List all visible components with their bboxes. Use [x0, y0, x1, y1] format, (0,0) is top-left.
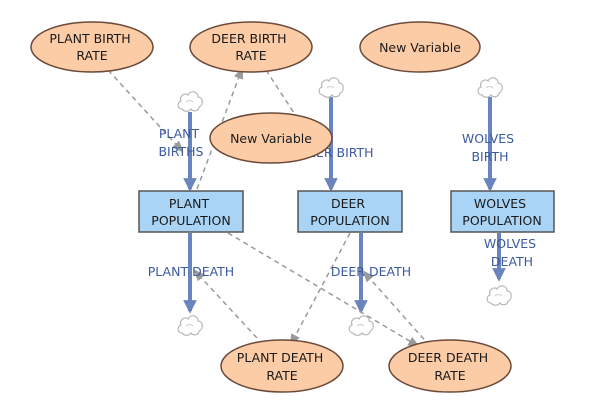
link-deer-population-to-plant-death-rate	[289, 232, 351, 347]
link-plant-population-to-deer-death-rate	[227, 232, 421, 348]
variable-ellipse	[189, 21, 313, 73]
variable-deer-death-rate[interactable]: DEER DEATH RATE	[388, 339, 512, 393]
stock-box	[450, 190, 555, 233]
flow-label-plant-death[interactable]: PLANT DEATH	[148, 264, 234, 279]
variable-plant-death-rate[interactable]: PLANT DEATH RATE	[220, 339, 344, 393]
link-plant-death-rate-to-plant-death	[193, 269, 258, 339]
link-plant-birth-rate-to-plant-births	[107, 69, 184, 153]
deer-source-cloud-icon	[318, 77, 344, 98]
flow-label-deer-death[interactable]: DEER DEATH	[331, 264, 411, 279]
variable-ellipse	[30, 21, 154, 73]
flow-label-wolves-death[interactable]: WOLVES DEATH	[484, 236, 540, 269]
variable-label: PLANT BIRTH RATE	[49, 31, 134, 63]
plant-source-cloud-icon	[177, 91, 203, 112]
plant-sink-cloud-icon	[177, 315, 203, 336]
flow-pipes	[183, 97, 506, 314]
stock-box	[138, 190, 244, 233]
variable-new-variable-top[interactable]: New Variable	[359, 21, 481, 73]
wolves-source-cloud-icon	[477, 77, 503, 98]
variable-new-variable-middle[interactable]: New Variable	[209, 112, 333, 164]
variables: PLANT BIRTH RATE DEER BIRTH RATE New Var…	[30, 21, 512, 393]
stock-wolves-population[interactable]: WOLVES POPULATION	[450, 190, 555, 233]
stocks: PLANT POPULATION DEER POPULATION WOLVES …	[138, 190, 555, 233]
stock-plant-population[interactable]: PLANT POPULATION	[138, 190, 244, 233]
variable-label: DEER BIRTH RATE	[211, 31, 290, 63]
flow-labels: PLANT BIRTHS WOLVES BIRTH PLANT DEATH DE…	[148, 126, 540, 279]
variable-ellipse	[388, 339, 512, 393]
variable-deer-birth-rate[interactable]: DEER BIRTH RATE	[189, 21, 313, 73]
stock-label: WOLVES POPULATION	[462, 196, 541, 228]
variable-plant-birth-rate[interactable]: PLANT BIRTH RATE	[30, 21, 154, 73]
stock-label: DEER POPULATION	[310, 196, 389, 228]
link-deer-death-rate-to-deer-death	[362, 270, 431, 347]
variable-ellipse	[359, 21, 481, 73]
wolves-sink-cloud-icon	[486, 285, 512, 306]
variable-label: PLANT DEATH RATE	[237, 350, 327, 383]
stock-label: PLANT POPULATION	[151, 196, 230, 228]
variable-label: New Variable	[230, 131, 312, 146]
stock-box	[297, 190, 403, 233]
variable-ellipse	[220, 339, 344, 393]
flow-label-wolves-birth[interactable]: WOLVES BIRTH	[462, 131, 518, 164]
dependency-links	[107, 66, 431, 348]
flow-label-plant-births[interactable]: PLANT BIRTHS	[158, 126, 203, 159]
stock-deer-population[interactable]: DEER POPULATION	[297, 190, 403, 233]
variable-label: DEER DEATH RATE	[408, 350, 492, 383]
variable-label: New Variable	[379, 40, 461, 55]
variable-ellipse	[209, 112, 333, 164]
deer-sink-cloud-icon	[348, 315, 374, 336]
